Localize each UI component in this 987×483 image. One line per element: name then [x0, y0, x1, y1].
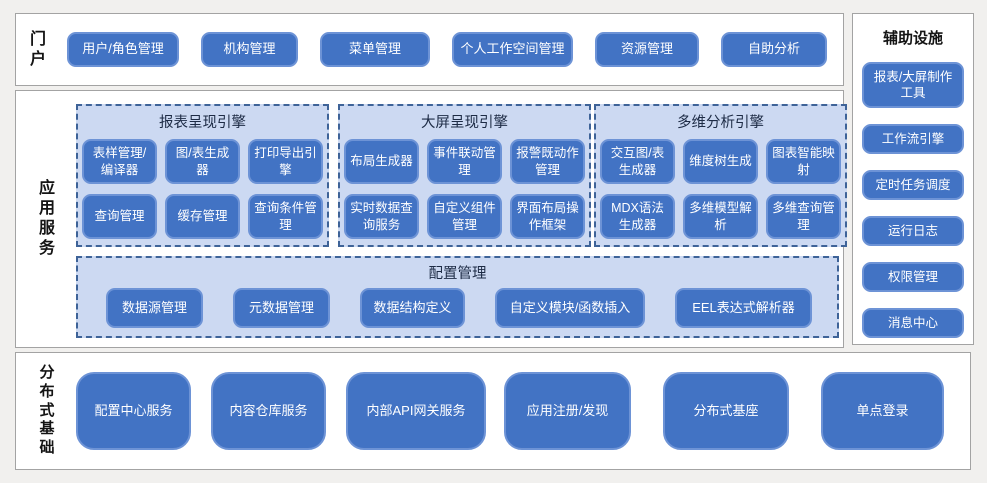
large-screen-rendering-engine-group: 大屏呈现引擎 布局生成器 事件联动管理 报警既动作管理 实时数据查询服务 自定义… — [338, 104, 591, 247]
multidimensional-analysis-engine-group: 多维分析引擎 交互图/表生成器 维度树生成 图表智能映射 MDX语法生成器 多维… — [594, 104, 847, 247]
portal-node-row: 用户/角色管理 机构管理 菜单管理 个人工作空间管理 资源管理 自助分析 — [67, 32, 827, 67]
distributed-base-label: 分布式基础 — [39, 364, 55, 457]
node-data-source-management: 数据源管理 — [106, 288, 203, 328]
node-metadata-management: 元数据管理 — [233, 288, 330, 328]
node-event-linkage-management: 事件联动管理 — [427, 139, 502, 184]
node-query-condition-management: 查询条件管理 — [248, 194, 323, 239]
node-alarm-action-management: 报警既动作管理 — [510, 139, 585, 184]
distributed-base-section: 分布式基础 配置中心服务 内容仓库服务 内部API网关服务 应用注册/发现 分布… — [15, 352, 971, 470]
node-run-log: 运行日志 — [862, 216, 964, 246]
node-custom-module-function-insert: 自定义模块/函数插入 — [495, 288, 645, 328]
node-resource-management: 资源管理 — [595, 32, 699, 67]
node-report-screen-authoring-tool: 报表/大屏制作工具 — [862, 62, 964, 108]
node-cache-management: 缓存管理 — [165, 194, 240, 239]
large-screen-rendering-engine-title: 大屏呈现引擎 — [421, 115, 508, 131]
configuration-management-group: 配置管理 数据源管理 元数据管理 数据结构定义 自定义模块/函数插入 EEL表达… — [76, 256, 839, 338]
node-chart-smart-mapping: 图表智能映射 — [766, 139, 841, 184]
node-multidim-model-parsing: 多维模型解析 — [683, 194, 758, 239]
node-interactive-chart-generator: 交互图/表生成器 — [600, 139, 675, 184]
node-eel-expression-parser: EEL表达式解析器 — [675, 288, 812, 328]
node-mdx-syntax-generator: MDX语法生成器 — [600, 194, 675, 239]
node-scheduled-task-dispatch: 定时任务调度 — [862, 170, 964, 200]
node-distributed-foundation: 分布式基座 — [663, 372, 789, 450]
node-user-role-management: 用户/角色管理 — [67, 32, 179, 67]
application-services-label: 应用服务 — [38, 180, 55, 257]
node-app-registration-discovery: 应用注册/发现 — [504, 372, 631, 450]
node-permission-management: 权限管理 — [862, 262, 964, 292]
node-internal-api-gateway-service: 内部API网关服务 — [346, 372, 486, 450]
node-multidim-query-management: 多维查询管理 — [766, 194, 841, 239]
node-data-structure-definition: 数据结构定义 — [360, 288, 465, 328]
node-layout-generator: 布局生成器 — [344, 139, 419, 184]
node-realtime-data-query-service: 实时数据查询服务 — [344, 194, 419, 239]
node-sheet-style-compiler: 表样管理/编译器 — [82, 139, 157, 184]
multidimensional-analysis-engine-title: 多维分析引擎 — [677, 115, 764, 131]
node-organization-management: 机构管理 — [201, 32, 298, 67]
node-workflow-engine: 工作流引擎 — [862, 124, 964, 154]
node-single-sign-on: 单点登录 — [821, 372, 944, 450]
report-rendering-engine-group: 报表呈现引擎 表样管理/编译器 图/表生成器 打印导出引擎 查询管理 缓存管理 … — [76, 104, 329, 247]
portal-section: 门户 用户/角色管理 机构管理 菜单管理 个人工作空间管理 资源管理 自助分析 — [15, 13, 844, 86]
node-ui-layout-operation-framework: 界面布局操作框架 — [510, 194, 585, 239]
node-custom-component-management: 自定义组件管理 — [427, 194, 502, 239]
node-content-repository-service: 内容仓库服务 — [211, 372, 326, 450]
application-services-section: 应用服务 报表呈现引擎 表样管理/编译器 图/表生成器 打印导出引擎 查询管理 … — [15, 90, 847, 348]
portal-section-label: 门户 — [29, 30, 46, 68]
node-personal-workspace-management: 个人工作空间管理 — [452, 32, 573, 67]
auxiliary-facilities-title: 辅助设施 — [882, 30, 943, 47]
node-dimension-tree-generation: 维度树生成 — [683, 139, 758, 184]
auxiliary-node-column: 报表/大屏制作工具 工作流引擎 定时任务调度 运行日志 权限管理 消息中心 — [853, 62, 973, 338]
node-print-export-engine: 打印导出引擎 — [248, 139, 323, 184]
report-engine-grid: 表样管理/编译器 图/表生成器 打印导出引擎 查询管理 缓存管理 查询条件管理 — [78, 139, 327, 239]
node-menu-management: 菜单管理 — [320, 32, 430, 67]
node-message-center: 消息中心 — [862, 308, 964, 338]
config-node-row: 数据源管理 元数据管理 数据结构定义 自定义模块/函数插入 EEL表达式解析器 — [106, 288, 837, 328]
node-self-service-analysis: 自助分析 — [721, 32, 827, 67]
node-chart-table-generator: 图/表生成器 — [165, 139, 240, 184]
node-config-center-service: 配置中心服务 — [76, 372, 191, 450]
screen-engine-grid: 布局生成器 事件联动管理 报警既动作管理 实时数据查询服务 自定义组件管理 界面… — [340, 139, 589, 239]
node-query-management: 查询管理 — [82, 194, 157, 239]
configuration-management-title: 配置管理 — [428, 266, 487, 282]
report-rendering-engine-title: 报表呈现引擎 — [159, 115, 246, 131]
olap-engine-grid: 交互图/表生成器 维度树生成 图表智能映射 MDX语法生成器 多维模型解析 多维… — [596, 139, 845, 239]
auxiliary-facilities-section: 辅助设施 报表/大屏制作工具 工作流引擎 定时任务调度 运行日志 权限管理 消息… — [852, 13, 974, 345]
